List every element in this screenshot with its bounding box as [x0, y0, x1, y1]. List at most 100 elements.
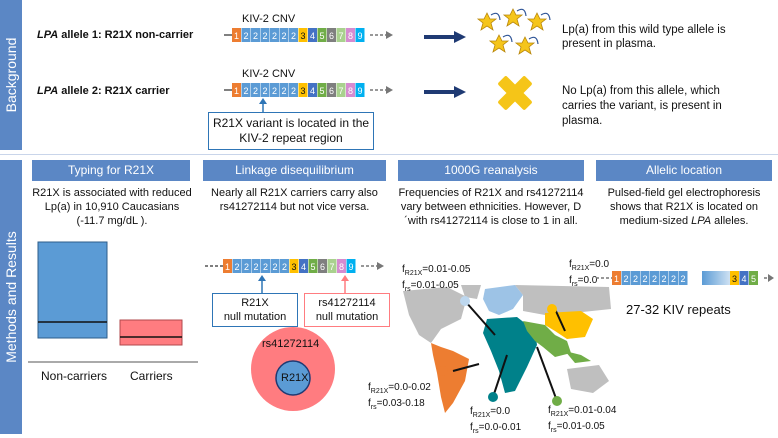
kiv-repeat-label: 2: [623, 274, 628, 284]
venn-inner-label: R21X: [281, 372, 309, 384]
kiv-repeat-label: 3: [732, 274, 737, 284]
kiv-repeat-box: [260, 83, 270, 97]
kiv-repeat-label: 6: [320, 262, 325, 272]
freq-label-africa: fR21X=0.0 frs=0.0-0.01: [470, 406, 522, 435]
kiv-repeat-box: [232, 83, 241, 97]
kiv-repeat-label: 2: [291, 31, 296, 41]
kiv-repeat-label: 8: [348, 31, 353, 41]
kiv-repeat-label: 2: [243, 31, 248, 41]
kiv-repeat-box: [251, 259, 261, 273]
kiv-repeat-box: [739, 271, 749, 285]
right-arrow-icon: [424, 86, 466, 98]
kiv-repeat-label: 1: [225, 262, 230, 272]
allele1-label: LPA allele 1: R21X non-carrier: [37, 29, 194, 41]
kiv-repeat-label: 2: [281, 31, 286, 41]
kiv-repeat-label: 3: [300, 31, 305, 41]
kiv-repeat-label: 5: [319, 31, 324, 41]
kiv-repeat-label: 7: [338, 31, 343, 41]
kiv-repeat-label: 2: [281, 86, 286, 96]
kiv-repeat-box: [317, 83, 327, 97]
kiv-repeat-box: [327, 28, 336, 42]
freq-label-south-asia: fR21X=0.01-0.04 frs=0.01-0.05: [548, 405, 617, 434]
panel-text-allelic: Pulsed-field gel electrophoresis shows t…: [607, 187, 761, 227]
kiv-repeat-box: [678, 271, 688, 285]
allele2-outcome-text: No Lp(a) from this allele, which carries…: [562, 85, 722, 127]
kiv-repeat-label: 5: [319, 86, 324, 96]
kiv-repeat-label: 2: [253, 262, 258, 272]
kiv-repeat-box: [650, 271, 659, 285]
kiv-repeat-box: [279, 28, 289, 42]
kiv-repeat-count: 27-32 KIV repeats: [626, 302, 731, 317]
kiv-repeat-label: 2: [661, 274, 666, 284]
kiv-repeat-label: 2: [680, 274, 685, 284]
kiv-repeat-box: [232, 28, 241, 42]
venn-outer-label: rs41272114: [262, 338, 320, 350]
kiv-repeat-label: 8: [348, 86, 353, 96]
kiv-repeat-box: [289, 259, 299, 273]
category-label: Carriers: [130, 369, 173, 383]
kiv-repeat-label: 9: [348, 262, 353, 272]
panel-header-allelic: Allelic location: [596, 160, 772, 181]
methods-section-label: Methods and Results: [0, 160, 22, 434]
kiv-repeat-label: 9: [357, 86, 362, 96]
kiv-repeat-label: 4: [310, 86, 315, 96]
kiv-repeat-box: [612, 271, 621, 285]
kiv-repeat-box: [242, 259, 251, 273]
kiv-repeat-label: 1: [234, 86, 239, 96]
kiv-repeat-box: [318, 259, 327, 273]
kiv-repeat-label: 2: [262, 31, 267, 41]
kiv-repeat-box: [280, 259, 289, 273]
kiv-repeat-box: [289, 83, 298, 97]
kiv-repeat-box: [327, 259, 337, 273]
kiv-repeat-label: 6: [329, 86, 334, 96]
kiv-repeat-box: [260, 28, 270, 42]
kiv-repeat-label: 8: [339, 262, 344, 272]
kiv-repeat-label: 2: [243, 86, 248, 96]
world-map: [403, 285, 611, 413]
background-section-label: Background: [0, 0, 22, 150]
kiv-repeat-label: 4: [310, 31, 315, 41]
kiv-repeat-box: [640, 271, 650, 285]
kiv-repeat-box: [355, 83, 365, 97]
category-label: Non-carriers: [41, 369, 108, 383]
panel-text-1000g: Frequencies of R21X and rs41272114 vary …: [398, 187, 584, 227]
kiv-repeat-box: [327, 83, 336, 97]
kiv-repeat-box: [232, 259, 242, 273]
kiv-repeat-box: [336, 83, 346, 97]
allele2-label: LPA allele 2: R21X carrier: [37, 85, 170, 97]
kiv-repeat-label: 1: [614, 274, 619, 284]
r21x-pointer: [258, 275, 266, 295]
kiv-repeat-box: [223, 259, 232, 273]
kiv-repeat-box: [621, 271, 631, 285]
kiv-repeat-label: 7: [329, 262, 334, 272]
kiv-repeat-box: [270, 259, 280, 273]
allele1-outcome-text: Lp(a) from this wild type allele is pres…: [562, 24, 726, 50]
kiv-repeat-label: 2: [253, 86, 258, 96]
kiv-repeat-label: 2: [272, 31, 277, 41]
kiv-repeat-label: 2: [282, 262, 287, 272]
kiv-repeat-box: [730, 271, 739, 285]
panel-header-typing: Typing for R21X: [32, 160, 190, 181]
panel-header-1000g: 1000G reanalysis: [398, 160, 584, 181]
kiv-repeat-box: [270, 28, 279, 42]
kiv-repeat-box: [346, 28, 355, 42]
kiv-repeat-label: 3: [291, 262, 296, 272]
kiv-repeat-label: 2: [272, 262, 277, 272]
kiv-repeat-label: 2: [633, 274, 638, 284]
ld-venn-diagram: [251, 327, 335, 411]
panel-text-typing: R21X is associated with reduced Lp(a) in…: [32, 187, 192, 227]
cnv-label-2: KIV-2 CNV: [242, 68, 296, 80]
kiv-repeat-label: 2: [642, 274, 647, 284]
kiv-repeat-label: 9: [357, 31, 362, 41]
right-arrow-icon: [424, 31, 466, 43]
kiv-repeat-box: [337, 259, 346, 273]
kiv-repeat-label: 1: [234, 31, 239, 41]
kiv-repeat-box: [355, 28, 365, 42]
carriers-box: [119, 319, 183, 346]
cnv-label-1: KIV-2 CNV: [242, 13, 296, 25]
